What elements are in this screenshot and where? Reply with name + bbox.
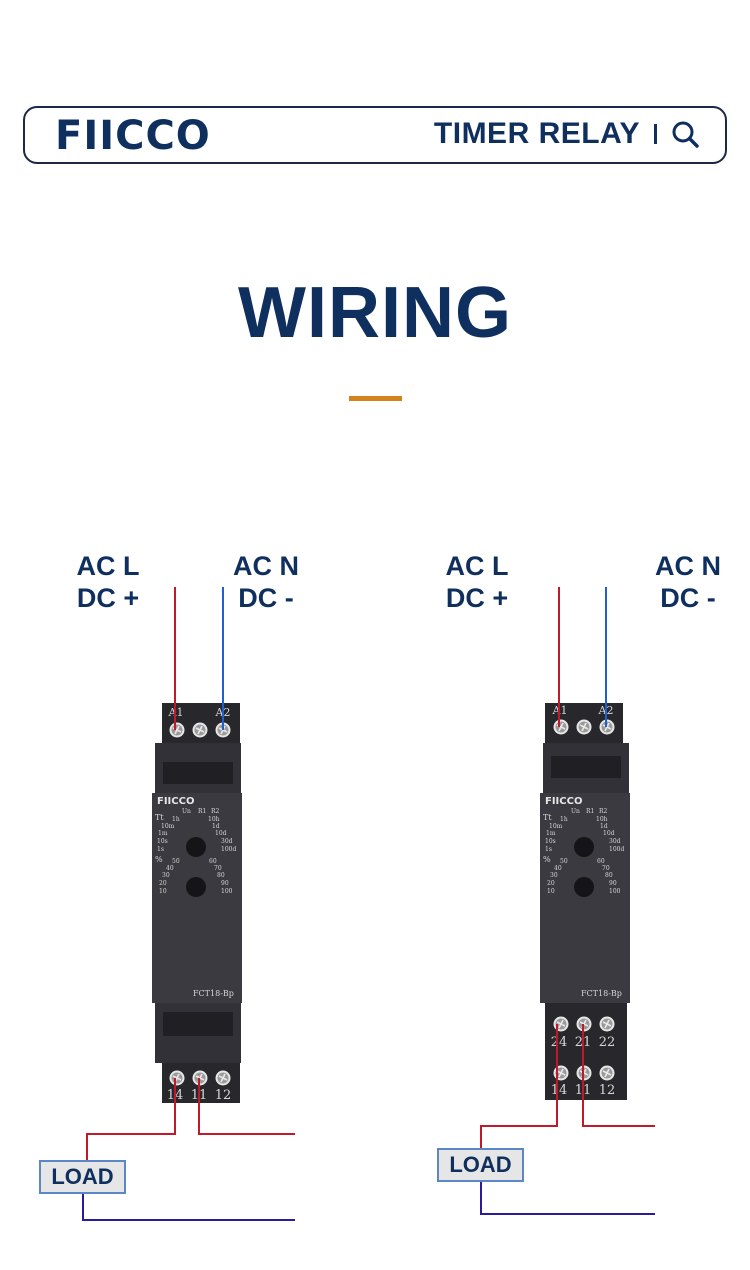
right-return-wire (480, 1182, 655, 1215)
svg-text:30: 30 (550, 872, 558, 879)
svg-text:10s: 10s (157, 838, 168, 845)
svg-text:30d: 30d (609, 838, 621, 845)
right-supply-wire (582, 1024, 655, 1127)
left-screw-mid (191, 721, 209, 739)
svg-text:R2: R2 (599, 808, 608, 815)
svg-text:100: 100 (221, 888, 233, 895)
svg-text:40: 40 (554, 865, 562, 872)
svg-text:1d: 1d (212, 823, 220, 830)
right-relay-front-panel (540, 793, 630, 1003)
svg-text:10h: 10h (596, 816, 608, 823)
svg-text:40: 40 (166, 865, 174, 872)
svg-text:70: 70 (602, 865, 610, 872)
svg-text:1h: 1h (560, 816, 568, 823)
svg-text:Tt: Tt (155, 813, 164, 822)
left-supply-n-label: AC N DC - (233, 551, 299, 613)
left-return-wire (82, 1194, 295, 1221)
svg-text:10s: 10s (545, 838, 556, 845)
right-relay-model: FCT18-Bp (581, 989, 622, 998)
svg-text:10m: 10m (549, 823, 563, 830)
right-time-knob[interactable] (574, 837, 594, 857)
right-load-box: LOAD (437, 1148, 524, 1182)
left-relay: A1 A2 14 11 12 FIICCO Un R1 R2 Tt 1h 10m… (152, 703, 242, 1103)
search-icon[interactable] (671, 120, 699, 148)
left-relay-model: FCT18-Bp (193, 989, 234, 998)
svg-text:80: 80 (605, 872, 613, 879)
right-screw-12 (598, 1064, 616, 1082)
right-screw-mid (575, 718, 593, 736)
right-pin-14: 14 (551, 1083, 568, 1098)
right-screw-a1 (552, 718, 570, 736)
svg-text:1h: 1h (172, 816, 180, 823)
svg-text:50: 50 (172, 858, 180, 865)
right-pin-24: 24 (551, 1035, 568, 1050)
right-supply-l-label: AC L DC + (445, 551, 509, 613)
right-relay-brand: FIICCO (545, 796, 582, 807)
left-screw-a1 (168, 721, 186, 739)
page-title: WIRING (238, 273, 512, 353)
header-right: TIMER RELAY (434, 117, 699, 151)
svg-text:Un: Un (571, 808, 580, 815)
svg-text:1m: 1m (546, 830, 556, 837)
svg-text:%: % (543, 855, 551, 864)
title-accent-line (349, 396, 402, 401)
header-divider (654, 124, 657, 144)
right-pin-22: 22 (599, 1035, 616, 1050)
svg-text:1s: 1s (545, 846, 552, 853)
right-screw-14 (552, 1064, 570, 1082)
left-screw-12 (214, 1069, 232, 1087)
left-relay-brand: FIICCO (157, 796, 194, 807)
svg-text:R1: R1 (198, 808, 206, 815)
brand-logo[interactable]: FIICCO (55, 113, 211, 159)
svg-text:10d: 10d (603, 830, 615, 837)
left-pin-12: 12 (215, 1088, 232, 1103)
right-load-wire (480, 1024, 558, 1148)
svg-text:30: 30 (162, 872, 170, 879)
header-bar: FIICCO TIMER RELAY (23, 106, 727, 164)
svg-text:10d: 10d (215, 830, 227, 837)
left-relay-front-panel (152, 793, 242, 1003)
svg-text:10h: 10h (208, 816, 220, 823)
svg-text:1m: 1m (158, 830, 168, 837)
svg-text:60: 60 (597, 858, 605, 865)
svg-text:70: 70 (214, 865, 222, 872)
svg-text:20: 20 (159, 880, 167, 887)
left-screw-14 (168, 1069, 186, 1087)
svg-text:100d: 100d (609, 846, 624, 853)
left-percent-knob[interactable] (186, 877, 206, 897)
svg-text:50: 50 (560, 858, 568, 865)
right-relay: A1 A2 24 21 22 14 11 12 FIICCO Un R1 R2 … (540, 703, 630, 1100)
svg-text:90: 90 (609, 880, 617, 887)
left-time-knob[interactable] (186, 837, 206, 857)
svg-text:20: 20 (547, 880, 555, 887)
svg-text:80: 80 (217, 872, 225, 879)
svg-text:10: 10 (159, 888, 167, 895)
right-screw-22 (598, 1015, 616, 1033)
right-screw-24 (552, 1015, 570, 1033)
svg-text:100: 100 (609, 888, 621, 895)
svg-text:R1: R1 (586, 808, 594, 815)
svg-text:1d: 1d (600, 823, 608, 830)
svg-text:%: % (155, 855, 163, 864)
right-percent-knob[interactable] (574, 877, 594, 897)
svg-text:Un: Un (182, 808, 191, 815)
svg-text:90: 90 (221, 880, 229, 887)
svg-text:30d: 30d (221, 838, 233, 845)
left-load-wire-14 (86, 1078, 176, 1160)
left-supply-l-label: AC L DC + (76, 551, 140, 613)
svg-text:60: 60 (209, 858, 217, 865)
right-supply-n-label: AC N DC - (655, 551, 721, 613)
right-pin-12: 12 (599, 1083, 616, 1098)
svg-text:10m: 10m (161, 823, 175, 830)
svg-text:10: 10 (547, 888, 555, 895)
svg-text:1s: 1s (157, 846, 164, 853)
product-name: TIMER RELAY (433, 117, 640, 150)
svg-text:R2: R2 (211, 808, 220, 815)
left-supply-wire-11 (198, 1078, 295, 1135)
svg-text:Tt: Tt (543, 813, 552, 822)
svg-text:100d: 100d (221, 846, 236, 853)
left-load-box: LOAD (39, 1160, 126, 1194)
